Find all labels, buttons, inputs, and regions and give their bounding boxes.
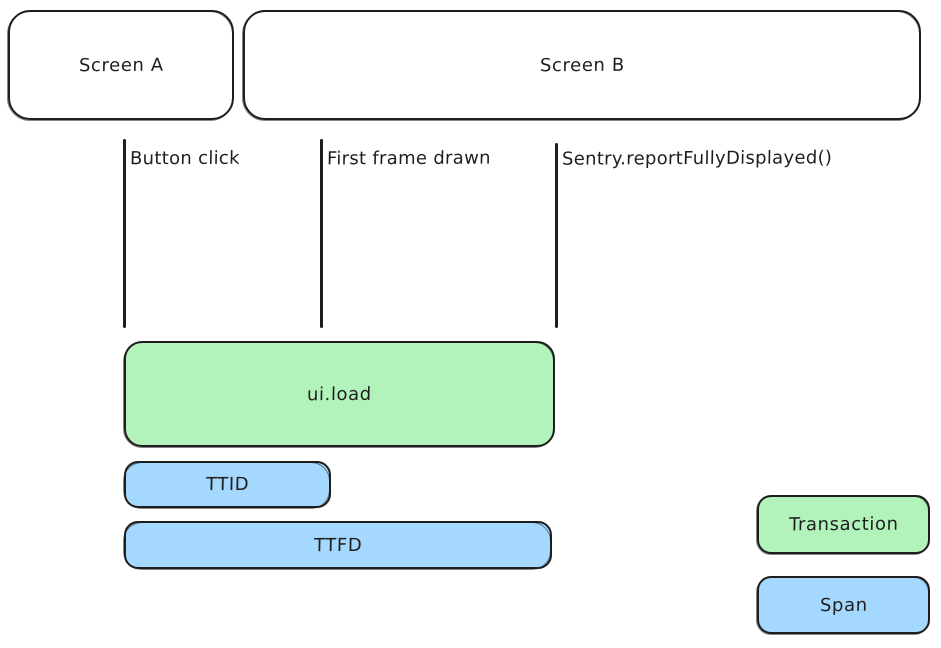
marker-label-first-frame-drawn: First frame drawn [326,147,492,170]
marker-line-first-frame-drawn [320,139,323,328]
bar-ttid[interactable]: TTID [123,461,331,509]
legend-transaction-label: Transaction [788,513,899,536]
bar-ttfd-label: TTFD [313,534,363,556]
legend-item-transaction[interactable]: Transaction [756,495,930,555]
marker-line-button-click [123,139,126,328]
bar-ttid-label: TTID [205,473,250,496]
bar-ttfd[interactable]: TTFD [123,521,552,570]
screen-a-label: Screen A [78,54,164,76]
marker-label-button-click: Button click [129,147,241,170]
screen-b-label: Screen B [539,54,625,76]
marker-label-report-fully-displayed: Sentry.reportFullyDisplayed() [561,147,833,170]
marker-line-report-fully-displayed [555,143,558,328]
screen-box-b[interactable]: Screen B [242,10,921,121]
legend-span-label: Span [819,594,868,616]
legend-item-span[interactable]: Span [756,576,930,635]
bar-ui-load[interactable]: ui.load [123,341,555,448]
screen-box-a[interactable]: Screen A [7,10,234,121]
bar-ui-load-label: ui.load [306,383,373,405]
